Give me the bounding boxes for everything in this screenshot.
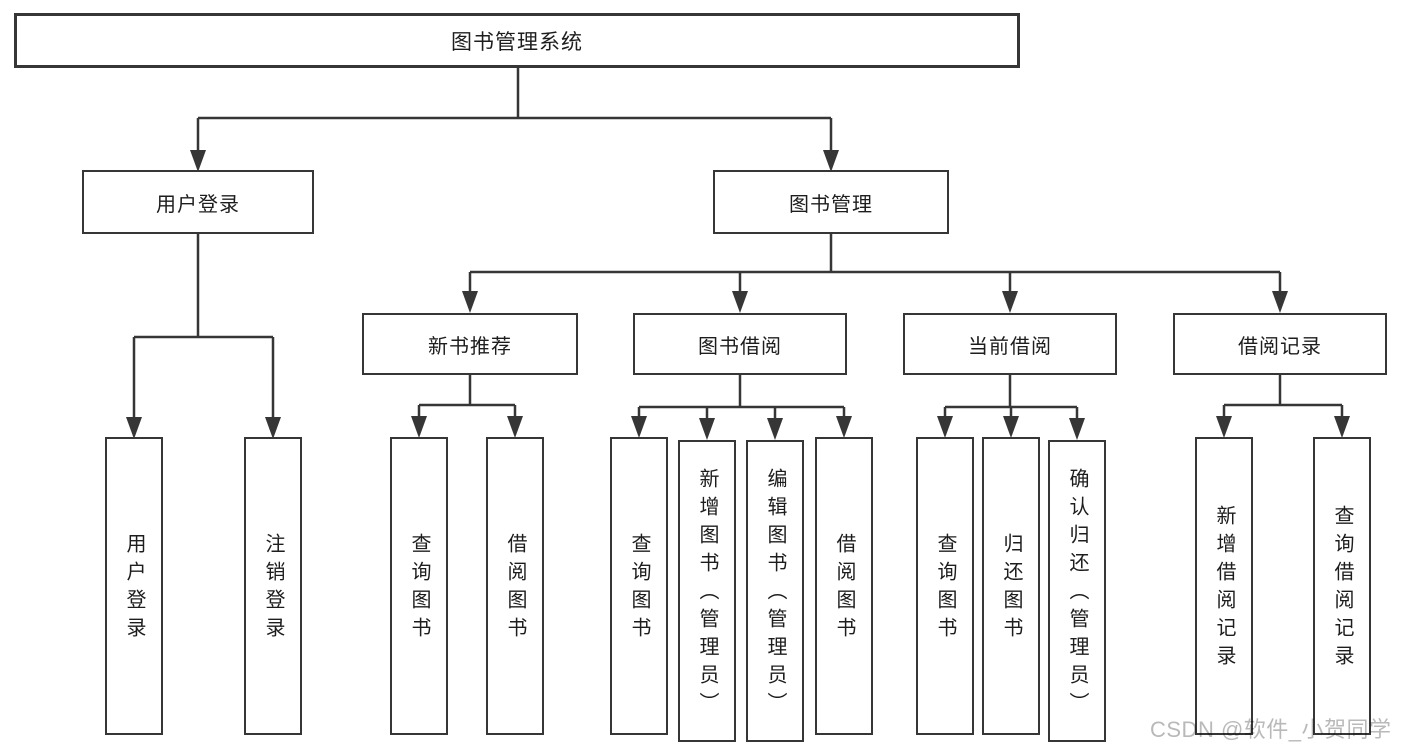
- leaf-current-return-books: 归还图书: [982, 437, 1040, 735]
- node-user-login: 用户登录: [82, 170, 314, 234]
- leaf-current-confirm-return-admin: 确认归还（管理员）: [1048, 440, 1106, 742]
- leaf-record-query-borrow-record: 查询借阅记录: [1313, 437, 1371, 735]
- leaf-current-query-books: 查询图书: [916, 437, 974, 735]
- node-borrow-record: 借阅记录: [1173, 313, 1387, 375]
- node-book-borrow: 图书借阅: [633, 313, 847, 375]
- arrowheads: [126, 150, 1350, 440]
- node-new-book-recommend: 新书推荐: [362, 313, 578, 375]
- node-root: 图书管理系统: [14, 13, 1020, 68]
- watermark: CSDN @软件_小贺同学: [1150, 717, 1392, 742]
- leaf-borrow-query-books: 查询图书: [610, 437, 668, 735]
- leaf-borrow-edit-books-admin: 编辑图书（管理员）: [746, 440, 804, 742]
- leaf-borrow-add-books-admin: 新增图书（管理员）: [678, 440, 736, 742]
- leaf-record-add-borrow-record: 新增借阅记录: [1195, 437, 1253, 735]
- leaf-borrow-borrow-books: 借阅图书: [815, 437, 873, 735]
- node-current-borrow: 当前借阅: [903, 313, 1117, 375]
- node-book-management: 图书管理: [713, 170, 949, 234]
- leaf-user-login: 用户登录: [105, 437, 163, 735]
- leaf-newbook-query-books: 查询图书: [390, 437, 448, 735]
- leaf-newbook-borrow-books: 借阅图书: [486, 437, 544, 735]
- leaf-logout-login: 注销登录: [244, 437, 302, 735]
